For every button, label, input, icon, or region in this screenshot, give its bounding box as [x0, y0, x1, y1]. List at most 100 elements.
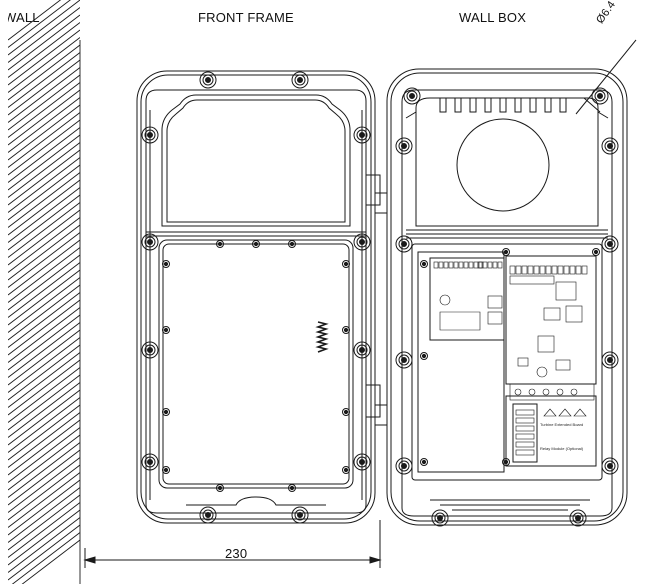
- screw-icon: [395, 235, 413, 253]
- hatch-line: [7, 494, 81, 551]
- screw-icon: [353, 126, 371, 144]
- hatch-line: [7, 239, 81, 296]
- hatch-line: [7, 404, 81, 461]
- hatch-line: [7, 89, 81, 146]
- hatch-line: [7, 22, 81, 78]
- hole-diameter-leader: [575, 39, 637, 115]
- pcb-components: [433, 261, 595, 456]
- screw-icon: [502, 248, 510, 256]
- hatch-line: [7, 172, 81, 228]
- hatch-line: [7, 337, 81, 393]
- screw-icon: [395, 351, 413, 369]
- hatch-line: [7, 322, 81, 378]
- screw-icon: [291, 71, 309, 89]
- hatch-line: [7, 269, 81, 326]
- vent-slot: [499, 97, 507, 113]
- hatch-line: [7, 209, 81, 266]
- hatch-line: [7, 449, 81, 506]
- screw-icon: [431, 509, 449, 527]
- screw-icon: [592, 248, 600, 256]
- front-frame: [136, 70, 388, 524]
- screw-icon: [569, 509, 587, 527]
- hatch-line: [7, 442, 81, 498]
- hatch-line: [7, 247, 81, 303]
- hatch-line: [7, 149, 81, 206]
- hatch-line: [7, 187, 81, 243]
- screw-icon: [141, 126, 159, 144]
- hatch-line: [7, 14, 81, 71]
- front-frame-screws: [141, 71, 371, 524]
- vent-slot: [544, 97, 552, 113]
- wall-box-screws: [395, 87, 619, 527]
- hatch-line: [11, 532, 81, 584]
- hatch-line: [7, 277, 81, 333]
- extender-board-label: Turbine Extended Board: [540, 422, 584, 427]
- hatch-line: [7, 179, 81, 236]
- width-dimension-line: [83, 520, 382, 568]
- front-frame-label: FRONT FRAME: [198, 10, 294, 25]
- hatch-line: [7, 194, 81, 251]
- hatch-line: [7, 517, 81, 573]
- screw-icon: [162, 326, 170, 334]
- vent-slot: [529, 97, 537, 113]
- hatch-line: [21, 539, 81, 584]
- screw-icon: [288, 484, 296, 492]
- vent-slot: [514, 97, 522, 113]
- screw-icon: [420, 458, 428, 466]
- screw-icon: [342, 466, 350, 474]
- hatch-line: [7, 67, 81, 123]
- hatch-line: [7, 329, 81, 386]
- hatch-line: [7, 59, 81, 116]
- screw-icon: [199, 71, 217, 89]
- screw-icon: [162, 260, 170, 268]
- screw-icon: [162, 466, 170, 474]
- screw-icon: [353, 453, 371, 471]
- hatch-line: [7, 29, 81, 86]
- hatch-line: [7, 254, 81, 311]
- hatch-line: [7, 502, 81, 558]
- wall-box-label: WALL BOX: [459, 10, 527, 25]
- hatch-line: [7, 389, 81, 446]
- vent-slot: [439, 97, 447, 113]
- wall-label: WALL: [4, 10, 40, 25]
- screw-icon: [342, 408, 350, 416]
- hatch-line: [7, 52, 81, 108]
- hatch-line: [7, 412, 81, 468]
- hatch-line: [7, 344, 81, 401]
- vent-slot: [454, 97, 462, 113]
- screw-icon: [353, 233, 371, 251]
- vent-slot: [484, 97, 492, 113]
- hatch-line: [7, 134, 81, 191]
- screw-icon: [395, 137, 413, 155]
- wall-hatching: [0, 0, 90, 584]
- hatch-line: [7, 142, 81, 198]
- hatch-line: [7, 44, 81, 101]
- hatch-line: [7, 359, 81, 416]
- hatch-line: [7, 97, 81, 153]
- screw-icon: [199, 506, 217, 524]
- screw-icon: [342, 260, 350, 268]
- hatch-line: [7, 119, 81, 176]
- screw-icon: [601, 235, 619, 253]
- hatch-line: [7, 464, 81, 521]
- hatch-line: [7, 262, 81, 318]
- hatch-line: [7, 487, 81, 543]
- screw-icon: [591, 87, 609, 105]
- hatch-line: [7, 457, 81, 513]
- hatch-line: [7, 0, 62, 41]
- hatch-line: [7, 232, 81, 288]
- screw-icon: [403, 87, 421, 105]
- hatch-line: [7, 472, 81, 528]
- hatch-line: [7, 397, 81, 453]
- screw-icon: [502, 458, 510, 466]
- screw-icon: [288, 240, 296, 248]
- screw-icon: [395, 457, 413, 475]
- screw-icon: [601, 457, 619, 475]
- wall-box: [386, 68, 628, 526]
- hatch-line: [7, 202, 81, 258]
- screw-icon: [141, 453, 159, 471]
- hatch-line: [7, 314, 81, 371]
- screw-icon: [216, 484, 224, 492]
- vent-slot: [559, 97, 567, 113]
